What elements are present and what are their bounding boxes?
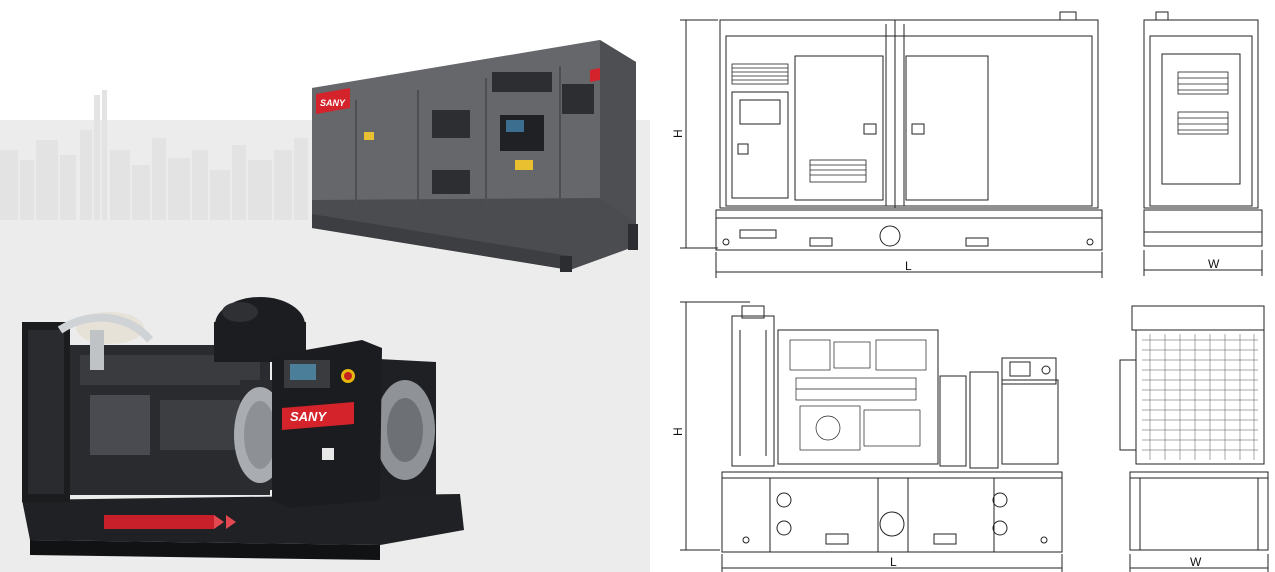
silent-generator-photo: SANY: [312, 40, 638, 272]
silent-width-label: W: [1208, 257, 1220, 271]
silent-length-label: L: [905, 259, 912, 273]
product-photos-svg: SANY: [0, 40, 650, 572]
open-height-label: H: [671, 427, 685, 436]
open-front-view-drawing: H: [671, 301, 1063, 572]
open-width-label: W: [1190, 555, 1202, 569]
silent-height-label: H: [671, 129, 685, 138]
open-brand-label: SANY: [290, 409, 327, 424]
technical-drawings-svg: H: [671, 11, 1269, 572]
city-skyline: [0, 90, 308, 220]
silent-brand-label: SANY: [320, 98, 346, 108]
silent-front-view-drawing: H: [671, 11, 1103, 278]
open-length-label: L: [890, 555, 897, 569]
silent-side-view-drawing: W: [1143, 11, 1263, 276]
technical-drawings-panel: H: [650, 0, 1275, 572]
skid-red-stripe: [104, 515, 214, 529]
open-generator-photo: SANY: [22, 297, 464, 560]
open-side-view-drawing: W: [1119, 305, 1269, 572]
product-photos-panel: SANY: [0, 40, 650, 572]
